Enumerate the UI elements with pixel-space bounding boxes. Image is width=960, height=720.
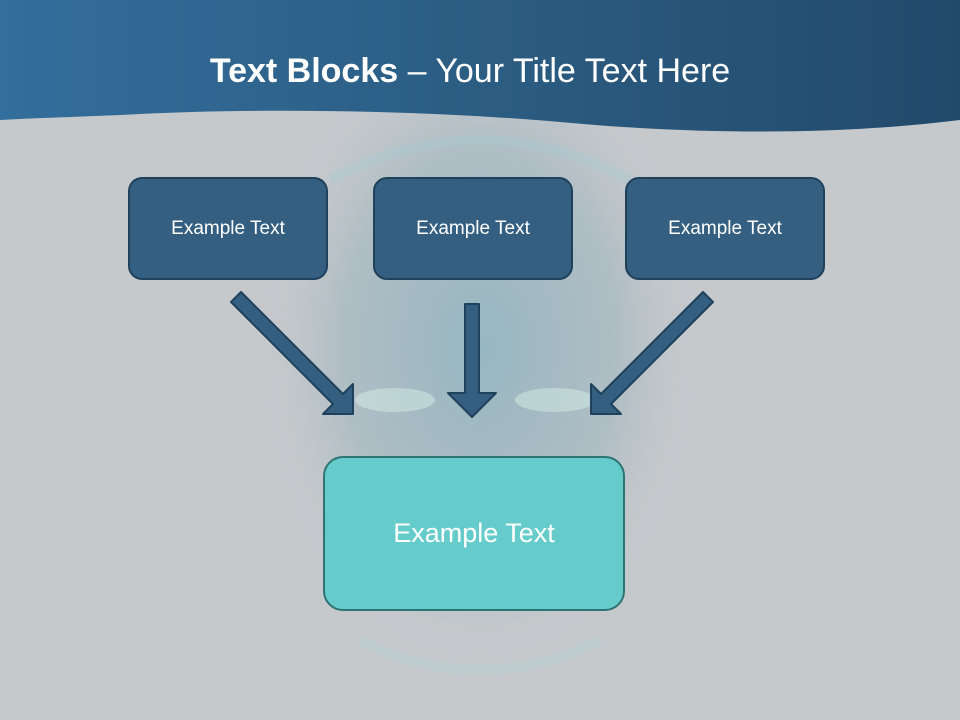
slide-title: Text Blocks – Your Title Text Here: [0, 52, 940, 91]
header-band: [0, 0, 960, 132]
arrow-right-diagonal: [590, 291, 714, 415]
title-bold: Text Blocks: [209, 52, 399, 90]
arrow-middle-down: [447, 303, 497, 418]
text-block-top-left: Example Text: [128, 177, 328, 280]
title-rest: Your Title Text Here: [435, 52, 731, 90]
text-block-bottom: Example Text: [323, 456, 625, 611]
text-block-top-right: Example Text: [625, 177, 825, 280]
text-block-top-middle: Example Text: [373, 177, 573, 280]
arrow-left-diagonal: [230, 291, 354, 415]
title-dash: –: [398, 52, 436, 90]
